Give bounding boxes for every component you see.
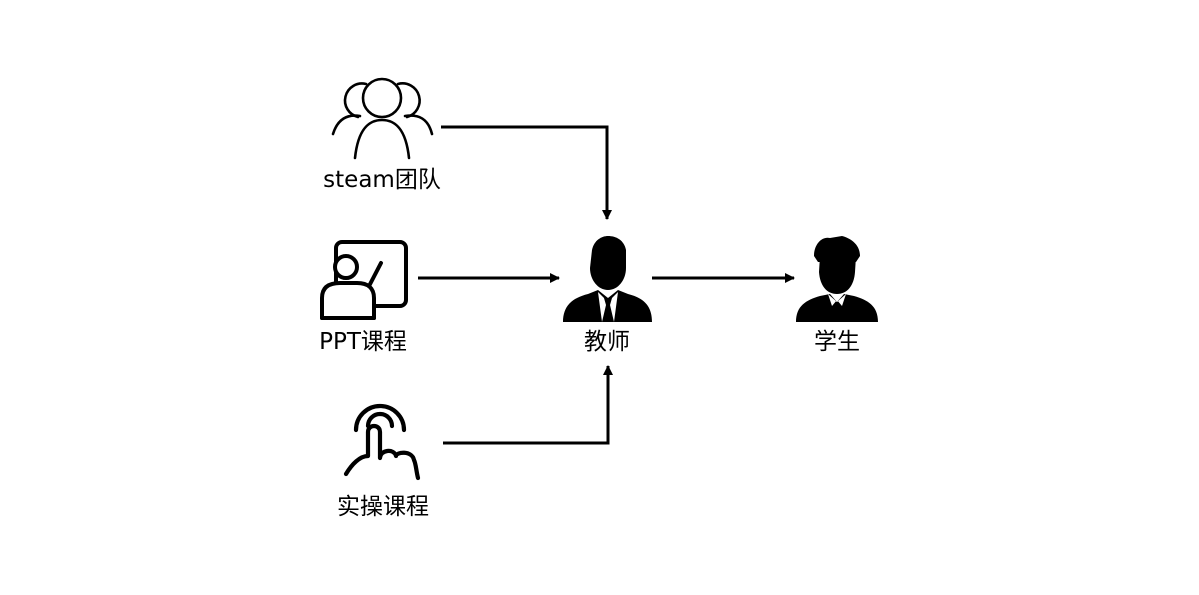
node-label-student: 学生 bbox=[814, 329, 860, 355]
node-label-ppt-course: PPT课程 bbox=[319, 329, 407, 355]
student-icon bbox=[796, 236, 878, 322]
node-label-teacher: 教师 bbox=[584, 329, 630, 355]
presentation-icon bbox=[320, 240, 408, 320]
edge-steam-to-teacher bbox=[441, 125, 612, 220]
node-label-steam-team: steam团队 bbox=[323, 167, 441, 193]
group-icon bbox=[331, 77, 434, 160]
teacher-icon bbox=[563, 236, 652, 322]
node-label-practice-course: 实操课程 bbox=[337, 494, 429, 520]
edge-practice-to-teacher bbox=[443, 365, 613, 445]
touch-icon bbox=[343, 403, 421, 481]
